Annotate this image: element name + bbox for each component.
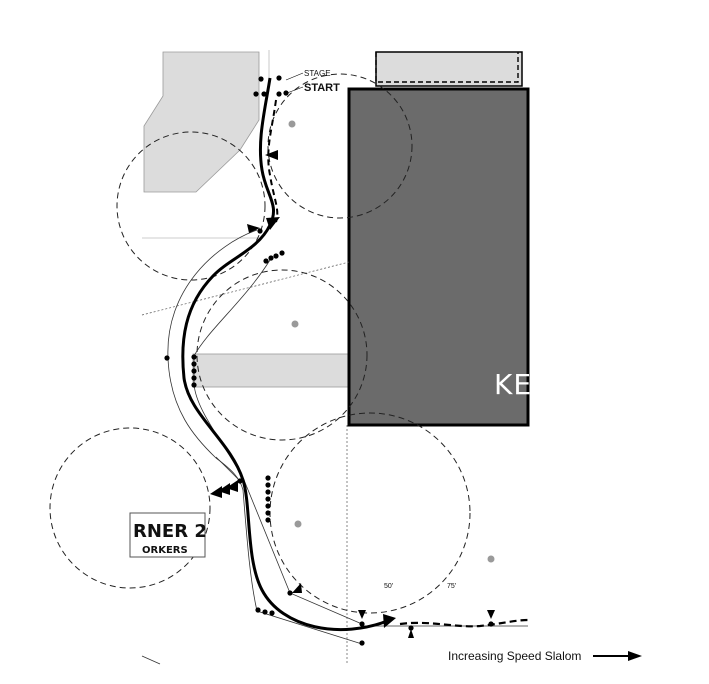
- cone: [279, 250, 285, 256]
- cone: [359, 621, 365, 627]
- cone: [359, 640, 365, 646]
- cone: [265, 482, 271, 488]
- path-arrow-icon: [383, 614, 396, 628]
- cone: [257, 228, 263, 234]
- ref-tick-bottom-left: [141, 655, 161, 665]
- cone: [273, 253, 279, 259]
- driving-path: [181, 77, 391, 632]
- cone: [488, 621, 494, 627]
- cone-icon: [247, 224, 260, 233]
- cone: [265, 503, 271, 509]
- cone-icon: [358, 610, 366, 619]
- gray-lot-top-left: [143, 51, 260, 193]
- cone: [268, 255, 274, 261]
- cone: [191, 375, 197, 381]
- slalom-caption: Increasing Speed Slalom: [448, 649, 581, 663]
- radius-circle: [267, 73, 413, 219]
- cone-icon: [218, 483, 230, 495]
- cone: [265, 489, 271, 495]
- building-label: KEI: [494, 368, 541, 401]
- boundary-left: [167, 229, 363, 645]
- start-leader: [286, 86, 304, 94]
- path-arrow-icon: [266, 217, 280, 230]
- cone: [191, 382, 197, 388]
- center-marker: [487, 555, 495, 563]
- radius-circle: [116, 131, 266, 281]
- gray-strip-middle: [192, 353, 350, 388]
- corner-subtitle: ORKERS: [142, 545, 188, 556]
- cone: [261, 91, 267, 97]
- distance-label-75: 75': [447, 583, 456, 590]
- cone: [265, 475, 271, 481]
- cone-icon: [210, 486, 222, 498]
- corner-title: RNER 2: [133, 521, 207, 542]
- center-marker: [294, 520, 302, 528]
- corner-worker-box: [129, 512, 206, 558]
- cone: [191, 368, 197, 374]
- distance-label-50: 50': [384, 583, 393, 590]
- cone: [253, 91, 259, 97]
- cones: [164, 75, 494, 646]
- center-marker: [291, 320, 299, 328]
- ref-line-diagonal: [141, 261, 350, 316]
- cone: [265, 510, 271, 516]
- cone: [255, 607, 261, 613]
- gray-lot-top-right: [375, 51, 523, 87]
- cone-icon: [408, 629, 414, 638]
- cone: [276, 75, 282, 81]
- cone-icon: [226, 480, 238, 492]
- stage-label: STAGE: [304, 69, 331, 78]
- building: [347, 87, 530, 427]
- center-marker: [288, 120, 296, 128]
- cone: [191, 354, 197, 360]
- cone: [276, 91, 282, 97]
- cone: [262, 609, 268, 615]
- cone: [263, 258, 269, 264]
- cone: [258, 76, 264, 82]
- cone-icon: [265, 150, 278, 160]
- radius-circles: [49, 73, 471, 614]
- cone: [237, 478, 243, 484]
- boundary-right: [193, 259, 363, 625]
- radius-circle: [196, 269, 368, 441]
- cone-icon: [487, 610, 495, 619]
- cone: [265, 517, 271, 523]
- cone: [408, 625, 414, 631]
- cone: [191, 361, 197, 367]
- cone: [287, 590, 293, 596]
- radius-circle: [269, 412, 471, 614]
- cone: [265, 496, 271, 502]
- cone: [283, 90, 289, 96]
- driving-path-dashed: [267, 99, 279, 223]
- circle-centers: [288, 120, 495, 563]
- cone: [269, 610, 275, 616]
- pointer-cones: [210, 150, 495, 638]
- boundary-segment: [215, 456, 241, 482]
- right-arrow-icon: [593, 651, 642, 661]
- radius-circle: [49, 427, 211, 589]
- dashed-lot-edge: [375, 52, 519, 83]
- stage-leader: [285, 72, 304, 81]
- cone: [164, 355, 170, 361]
- cone-icon: [292, 583, 302, 593]
- start-label: START: [304, 82, 340, 94]
- slalom-path-dashed: [399, 618, 529, 628]
